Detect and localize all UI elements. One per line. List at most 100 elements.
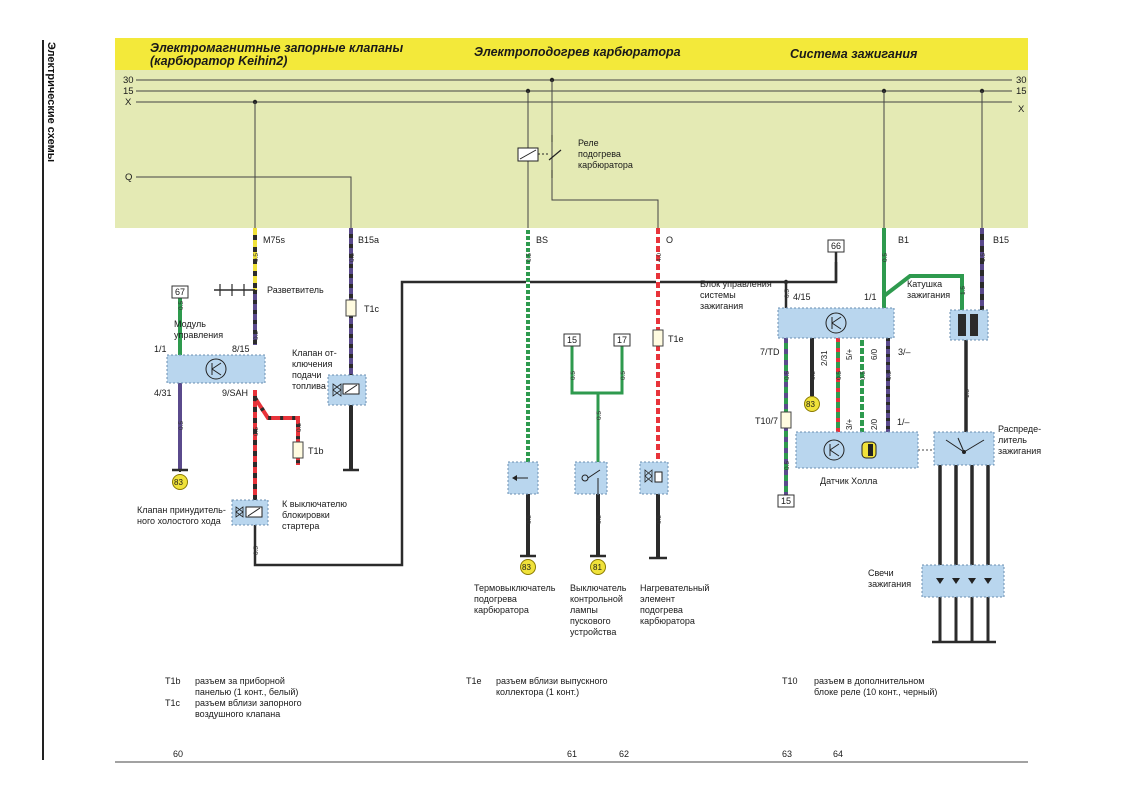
bus-lines: [136, 79, 1012, 228]
label-heater-1: Нагревательный: [640, 583, 709, 593]
label-coil-2: зажигания: [907, 290, 950, 300]
svg-text:0.5: 0.5: [620, 371, 627, 380]
label-lamp-1: Выключатель: [570, 583, 627, 593]
component-lamp-switch: [574, 461, 608, 495]
label-dist-3: зажигания: [998, 446, 1041, 456]
page-ref-64: 64: [833, 749, 843, 759]
bus-x-right: X: [1018, 104, 1025, 115]
svg-text:0.5: 0.5: [253, 253, 260, 262]
pin-m-4-31: 4/31: [154, 388, 172, 398]
pin-m-8-15: 8/15: [232, 344, 250, 354]
label-dist-1: Распреде-: [998, 424, 1041, 434]
conn-t10-7: T10/7: [755, 416, 778, 426]
ground-81: 81: [593, 563, 602, 572]
header-band: [115, 38, 1028, 70]
label-idle-valve-1: Клапан принудитель-: [137, 505, 226, 515]
pin-u-6-0: 6/0: [870, 348, 879, 360]
svg-text:0.5: 0.5: [526, 515, 533, 524]
page-ref-63: 63: [782, 749, 792, 759]
bus-x-left: X: [125, 97, 132, 108]
ref-67: 67: [175, 287, 185, 297]
ground-83-b: 83: [522, 563, 531, 572]
svg-text:0.5: 0.5: [836, 371, 843, 380]
pin-u-3m: 3/–: [898, 347, 911, 357]
label-splitter: Разветвитель: [267, 285, 324, 295]
label-fuel-valve-3: подачи: [292, 370, 321, 380]
label-starter-2: блокировки: [282, 510, 330, 520]
label-lamp-3: лампы: [570, 605, 598, 615]
svg-text:0.5: 0.5: [656, 515, 663, 524]
svg-text:1.5: 1.5: [980, 253, 987, 262]
label-fuel-valve-2: ключения: [292, 359, 333, 369]
label-hall: Датчик Холла: [820, 476, 877, 486]
label-unit-1: Блок управления: [700, 279, 772, 289]
note-t10-key: T10: [782, 676, 798, 686]
note-t1b-line2: панелью (1 конт., белый): [195, 687, 298, 697]
bus-q-label: Q: [125, 172, 132, 183]
tag-b15: B15: [993, 235, 1009, 245]
note-t1b-key: T1b: [165, 676, 181, 686]
svg-text:1.5: 1.5: [960, 286, 967, 295]
relay-label-3: карбюратора: [578, 160, 633, 170]
component-ignition-unit: [777, 307, 895, 339]
svg-text:0.5: 0.5: [253, 546, 260, 555]
pin-c-1-1: 1/1: [864, 292, 877, 302]
bus-15-left: 15: [123, 86, 134, 97]
label-thermo-1: Термовыключатель: [474, 583, 556, 593]
pin-h-3p: 3/+: [845, 418, 854, 430]
svg-text:0.5: 0.5: [860, 371, 867, 380]
pin-m-9-sah: 9/SAH: [222, 388, 248, 398]
pin-h-2-0: 2/0: [870, 418, 879, 430]
note-t1c-key: T1c: [165, 698, 181, 708]
component-coil: [949, 309, 989, 341]
ref-boxes: [171, 239, 845, 508]
header-left-line1: Электромагнитные запорные клапаны: [150, 41, 403, 55]
svg-text:0.5: 0.5: [784, 461, 791, 470]
pin-u-4-15: 4/15: [793, 292, 811, 302]
header-middle: Электроподогрев карбюратора: [474, 45, 681, 59]
component-module: [166, 354, 266, 384]
tag-o: O: [666, 235, 673, 245]
label-lamp-4: пускового: [570, 616, 611, 626]
svg-text:0.5: 0.5: [886, 371, 893, 380]
label-unit-3: зажигания: [700, 301, 743, 311]
note-t1e-key: T1e: [466, 676, 482, 686]
pin-h-1m: 1/–: [897, 417, 910, 427]
svg-text:0.5: 0.5: [810, 371, 817, 380]
ref-66: 66: [831, 241, 841, 251]
page-ref-62: 62: [619, 749, 629, 759]
svg-text:0.5: 0.5: [526, 253, 533, 262]
conn-t1b: T1b: [308, 446, 324, 456]
pin-u-7-td: 7/TD: [760, 347, 780, 357]
label-idle-valve-2: ного холостого хода: [137, 516, 221, 526]
svg-text:0.5: 0.5: [178, 301, 185, 310]
ref-15-b: 15: [781, 496, 791, 506]
note-t10-line2: блоке реле (10 конт., черный): [814, 687, 937, 697]
component-heater: [639, 461, 669, 495]
conn-t1c: T1c: [364, 304, 380, 314]
header-right: Система зажигания: [790, 47, 918, 61]
relay-label-2: подогрева: [578, 149, 621, 159]
note-t1e-line1: разъем вблизи выпускного: [496, 676, 608, 686]
ref-17: 17: [617, 335, 627, 345]
page-ref-61: 61: [567, 749, 577, 759]
component-idle-valve: [231, 499, 269, 526]
relay-label-1: Реле: [578, 138, 599, 148]
ref-15-a: 15: [567, 335, 577, 345]
pin-u-5p: 5/+: [845, 348, 854, 360]
note-t1e-line2: коллектора (1 конт.): [496, 687, 579, 697]
bus-15-right: 15: [1016, 86, 1027, 97]
wires: [172, 228, 996, 644]
bus-30-left: 30: [123, 75, 134, 86]
component-hall-sensor: [795, 431, 919, 469]
label-coil-1: Катушка: [907, 279, 942, 289]
tag-b15a: B15a: [358, 235, 379, 245]
component-thermo-switch: [507, 461, 539, 495]
ground-points: [172, 396, 820, 575]
bus-30-right: 30: [1016, 75, 1027, 86]
pin-u-2-31: 2/31: [820, 350, 829, 366]
label-fuel-valve-1: Клапан от-: [292, 348, 337, 358]
svg-text:0.5: 0.5: [253, 427, 260, 436]
label-lamp-2: контрольной: [570, 594, 623, 604]
